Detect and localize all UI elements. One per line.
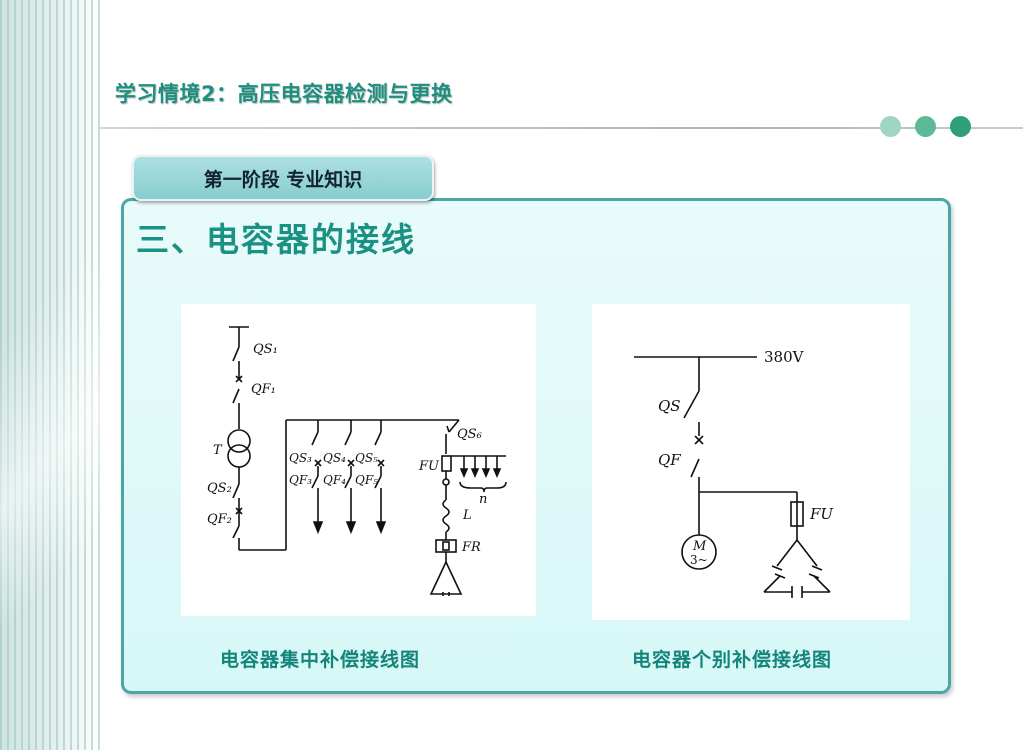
- label-qs5: QS₅: [355, 451, 378, 465]
- label-qf4: QF₄: [323, 473, 346, 487]
- feeder-3: [374, 420, 387, 535]
- label-qf3: QF₃: [289, 473, 312, 487]
- stage-tab: 第一阶段 专业知识: [132, 155, 434, 201]
- individual-wiring-svg: 380V QS QF FU M 3~: [634, 348, 834, 598]
- stage-tab-label: 第一阶段 专业知识: [203, 168, 363, 191]
- caption-centralized: 电容器集中补偿接线图: [220, 649, 421, 671]
- label-l: L: [462, 508, 472, 523]
- label-qf: QF: [658, 451, 681, 469]
- centralized-wiring-svg: QS₁ QF₁ T QS₂ QF₂ QS₃ QS₄ QS₅ QF₃ QF₄ QF…: [207, 326, 507, 596]
- label-fu-right: FU: [809, 505, 834, 523]
- label-n: n: [479, 492, 487, 507]
- left-stripes-highlight: [0, 0, 100, 750]
- label-fr: FR: [461, 540, 481, 555]
- label-qs1: QS₁: [253, 342, 278, 357]
- label-qf5: QF₅: [355, 473, 378, 487]
- section-title: 三、电容器的接线: [136, 220, 416, 259]
- label-qs4: QS₄: [323, 451, 346, 465]
- dot-3: [950, 116, 971, 137]
- feeder-1: [311, 420, 324, 535]
- label-qs2: QS₂: [207, 481, 232, 496]
- header-divider: [100, 127, 1023, 129]
- label-qs: QS: [658, 397, 681, 415]
- label-380v: 380V: [764, 348, 805, 366]
- feeder-2: [344, 420, 357, 535]
- label-m: M: [692, 539, 707, 554]
- centralized-compensation-diagram: QS₁ QF₁ T QS₂ QF₂ QS₃ QS₄ QS₅ QF₃ QF₄ QF…: [181, 304, 536, 616]
- dot-1: [880, 116, 901, 137]
- caption-individual: 电容器个别补偿接线图: [632, 649, 833, 671]
- label-fu: FU: [418, 459, 440, 474]
- individual-compensation-diagram: 380V QS QF FU M 3~: [592, 304, 910, 620]
- label-qs3: QS₃: [289, 451, 312, 465]
- slide-header-title: 学习情境2：高压电容器检测与更换: [115, 82, 453, 106]
- label-m-phase: 3~: [690, 553, 708, 567]
- dot-2: [915, 116, 936, 137]
- label-qf2: QF₂: [207, 512, 232, 527]
- label-qf1: QF₁: [251, 382, 276, 397]
- decorative-dots: [880, 116, 980, 140]
- label-t: T: [213, 443, 223, 458]
- label-qs6: QS₆: [457, 427, 482, 442]
